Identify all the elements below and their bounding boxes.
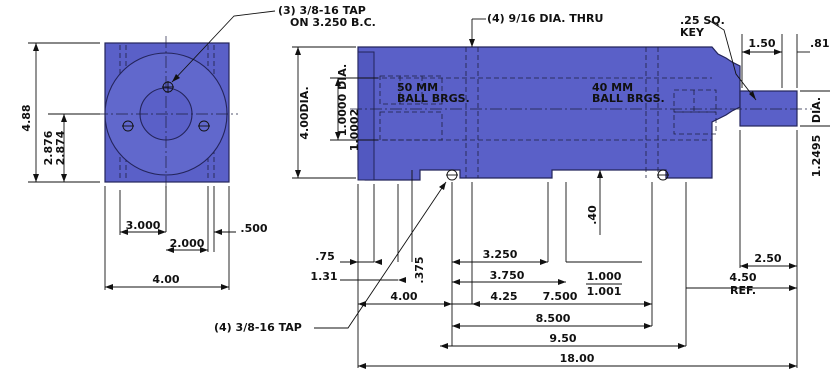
dim-4-00-dia: 4.00DIA. [298, 86, 311, 139]
tap-bottom-text: (4) 3/8-16 TAP [214, 321, 302, 334]
dim-1-50: 1.50 [748, 37, 775, 50]
dim-3-750: 3.750 [490, 269, 525, 282]
tap-bc-line1: (3) 3/8-16 TAP [278, 4, 366, 17]
dim-1-31: 1.31 [310, 270, 337, 283]
side-view [350, 46, 812, 181]
brg50-line2: BALL BRGS. [397, 92, 470, 105]
dim-2-874: 2.874 [54, 130, 67, 165]
dim-4-00-side: 4.00 [390, 290, 417, 303]
dim-375: .375 [413, 256, 426, 283]
dim-dia: DIA. [810, 97, 823, 123]
side-view-left-dims: 4.00DIA. 1.0000 DIA. 1.0002 [292, 46, 378, 179]
dim-2-50: 2.50 [754, 252, 781, 265]
dim-1-2495: 1.2495 [810, 135, 823, 177]
dim-75: .75 [315, 250, 335, 263]
side-view-bottom-dims: .75 1.31 .375 4.00 3.250 3.750 4.25 .40 … [310, 130, 798, 369]
dim-4-50: 4.50 [729, 271, 756, 284]
shaft [739, 90, 798, 127]
tap-bc-note: (3) 3/8-16 TAP ON 3.250 B.C. [171, 4, 376, 83]
dim-4-00-end: 4.00 [152, 273, 179, 286]
brg40-line1: 40 MM [592, 81, 633, 94]
flange [357, 51, 375, 181]
dim-4-25: 4.25 [490, 290, 517, 303]
dim-40: .40 [586, 205, 599, 225]
dim-1-000: 1.000 [587, 270, 622, 283]
end-view [96, 36, 238, 190]
brg40-line2: BALL BRGS. [592, 92, 665, 105]
side-view-body [357, 46, 741, 181]
dim-1-0000-dia: 1.0000 DIA. [336, 64, 349, 136]
dim-9-50: 9.50 [549, 332, 576, 345]
dim-ref: REF. [730, 284, 756, 297]
end-view-dimensions: 4.88 2.876 2.874 3.000 2.000 .500 4.00 [20, 42, 268, 290]
dim-4-88: 4.88 [20, 104, 33, 131]
dim-18-00: 18.00 [560, 352, 595, 365]
thru-holes-note: (4) 9/16 DIA. THRU [487, 12, 603, 25]
dim-3-000: 3.000 [126, 219, 161, 232]
dim-3-250: 3.250 [483, 248, 518, 261]
key-line2: KEY [680, 26, 705, 39]
dim-500: .500 [240, 222, 267, 235]
side-view-notes: (4) 9/16 DIA. THRU .25 SQ. KEY 50 MM BAL… [397, 12, 757, 105]
brg50-line1: 50 MM [397, 81, 438, 94]
dim-1-0002: 1.0002 [348, 109, 361, 151]
dim-2-000: 2.000 [170, 237, 205, 250]
dim-1-001: 1.001 [587, 285, 622, 298]
tap-bottom-note: (4) 3/8-16 TAP [214, 181, 447, 334]
dim-81: .81 [810, 37, 830, 50]
tap-bc-line2: ON 3.250 B.C. [290, 16, 376, 29]
side-view-right-dims: 1.50 .81 DIA. 1.2495 [741, 34, 830, 177]
dim-7-500: 7.500 [543, 290, 578, 303]
dim-2-876: 2.876 [42, 130, 55, 165]
dim-8-500: 8.500 [536, 312, 571, 325]
